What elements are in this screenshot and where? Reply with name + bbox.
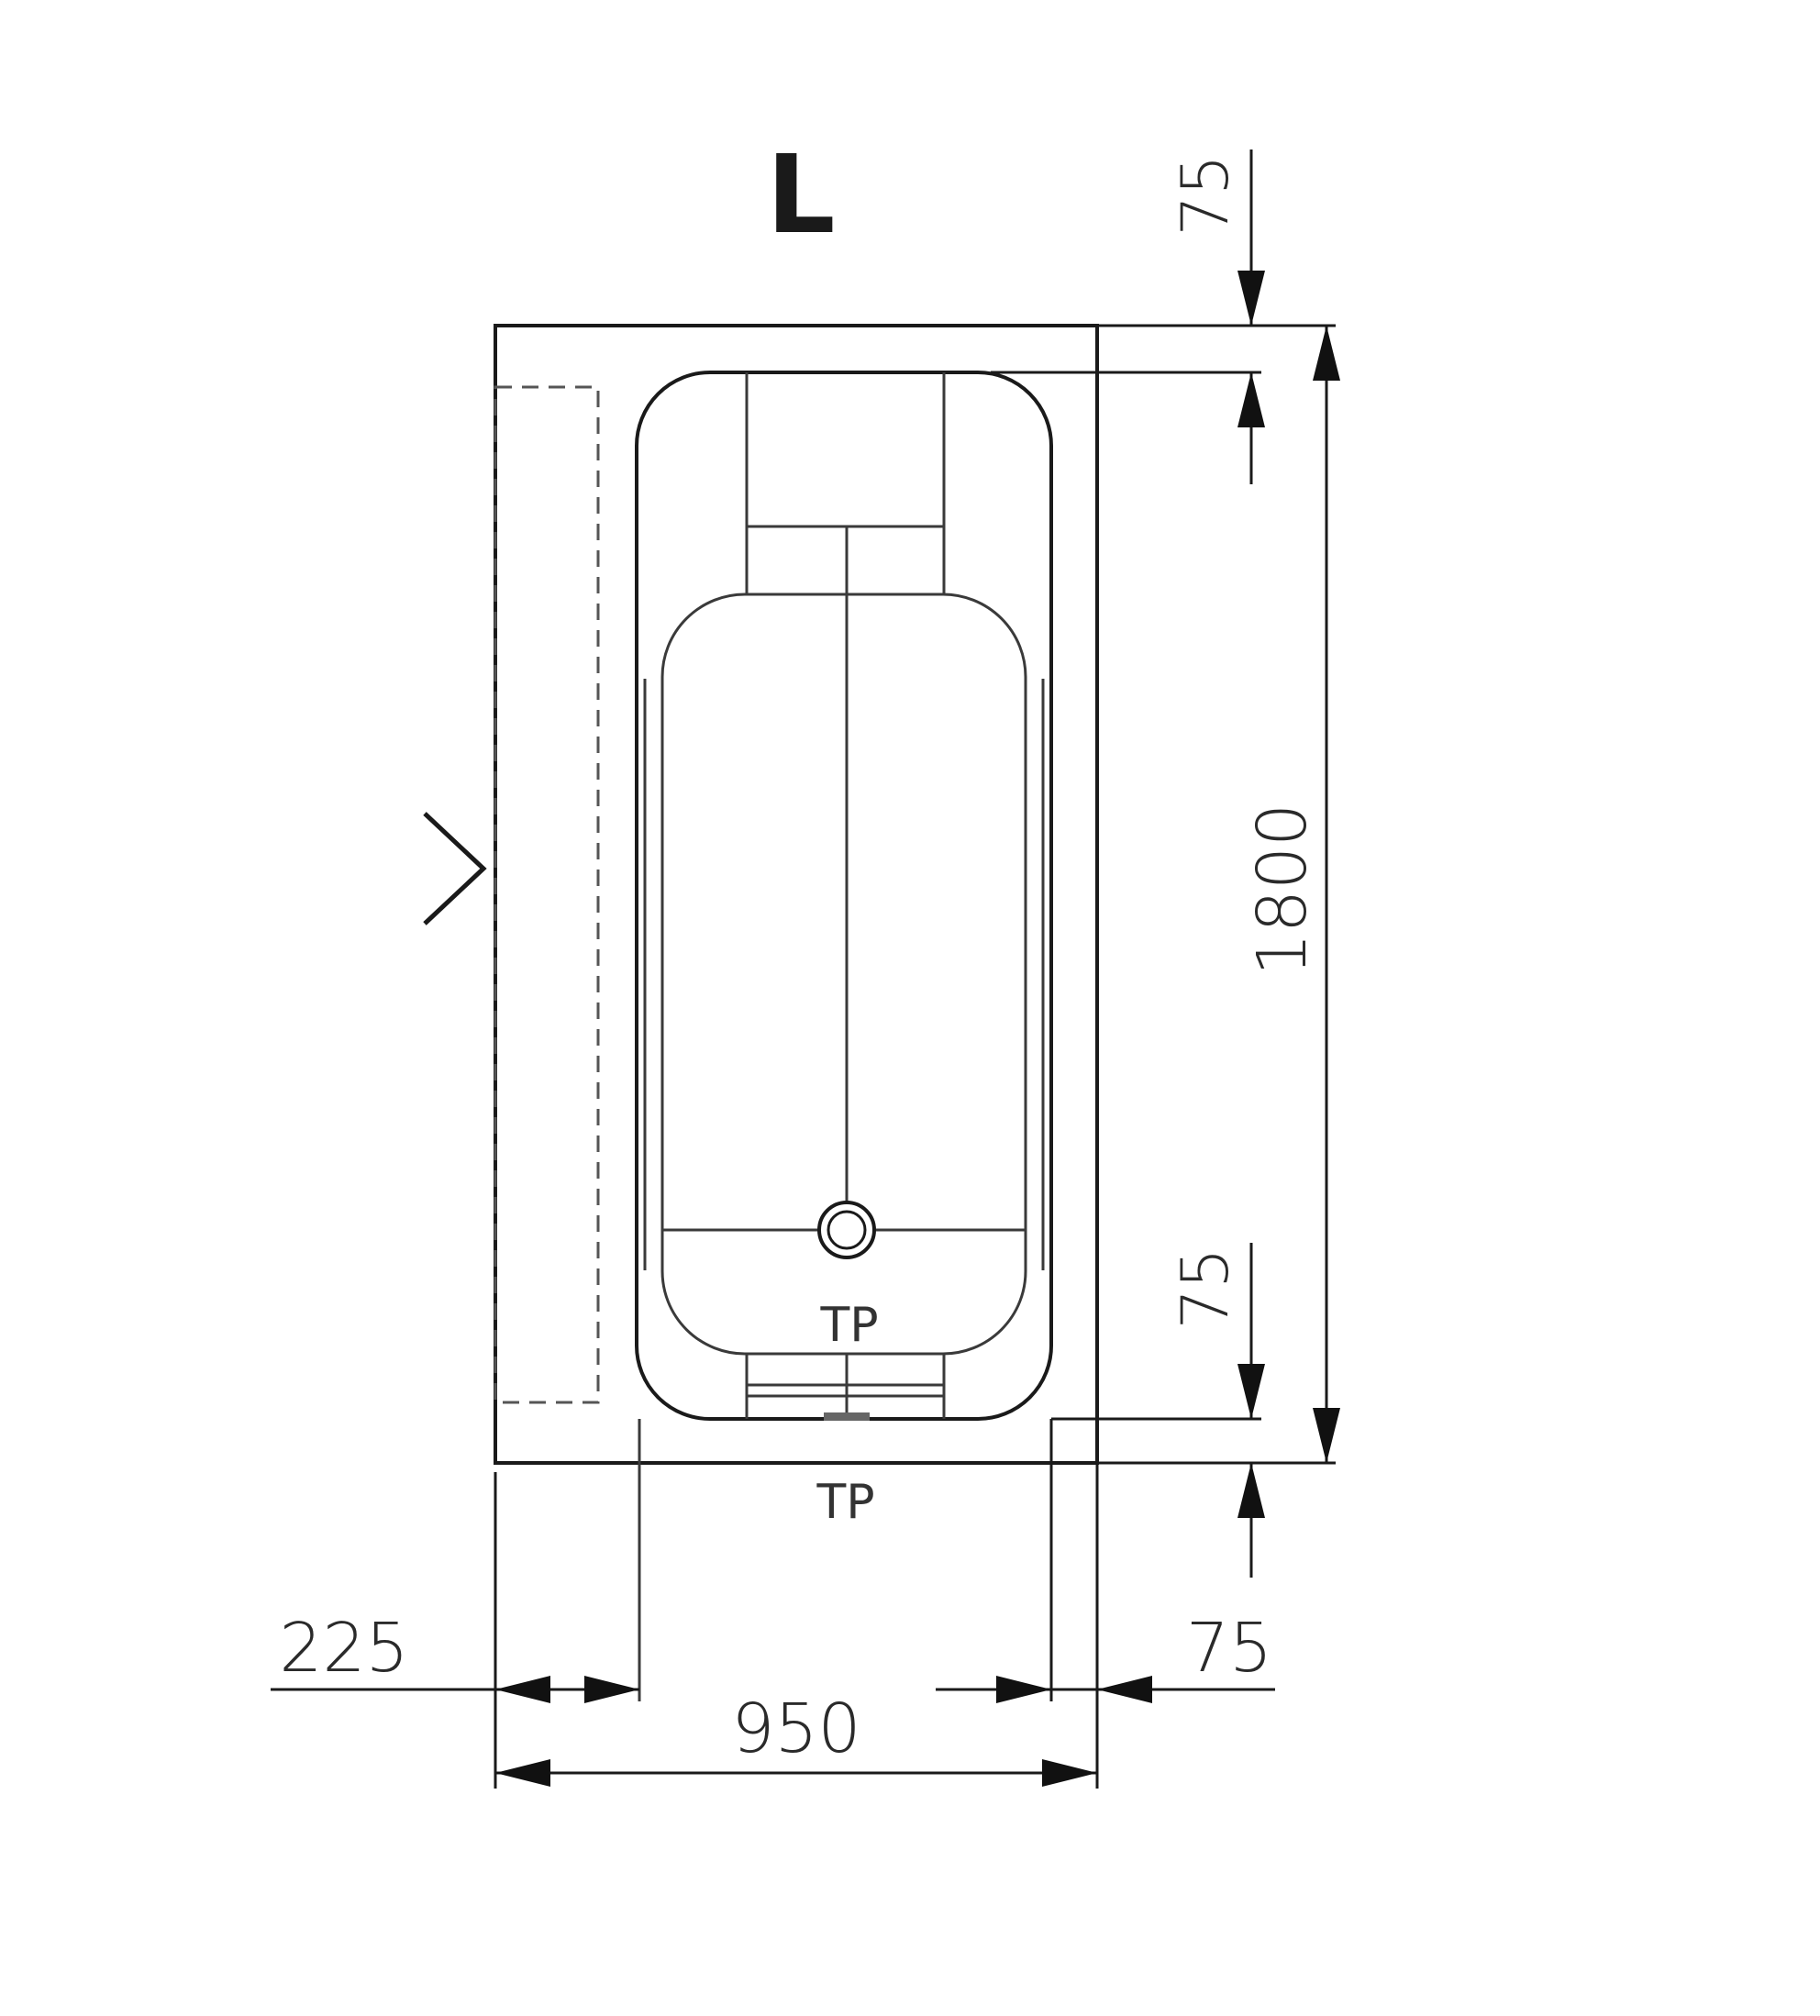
dim-length: 1800 [1243,803,1322,976]
dim-top-gap: 75 [1168,154,1243,236]
dim-width: 950 [731,1689,860,1768]
overflow-slot [824,1412,870,1421]
drawing-title: L [766,131,835,258]
tub-inner-basin [660,593,1027,1356]
tp-label-outer: TP [816,1475,874,1530]
dim-left-offset: 225 [279,1609,408,1688]
outer-frame [494,324,1099,1465]
chevron-right-icon [423,812,487,925]
dim-right-offset: 75 [1186,1609,1272,1688]
tub-outer-rim [635,371,1053,1421]
access-panel-dashed [494,385,600,1404]
dim-bottom-gap: 75 [1168,1247,1243,1329]
tp-label-inner: TP [819,1298,878,1353]
drain-outlet-icon [817,1201,876,1259]
